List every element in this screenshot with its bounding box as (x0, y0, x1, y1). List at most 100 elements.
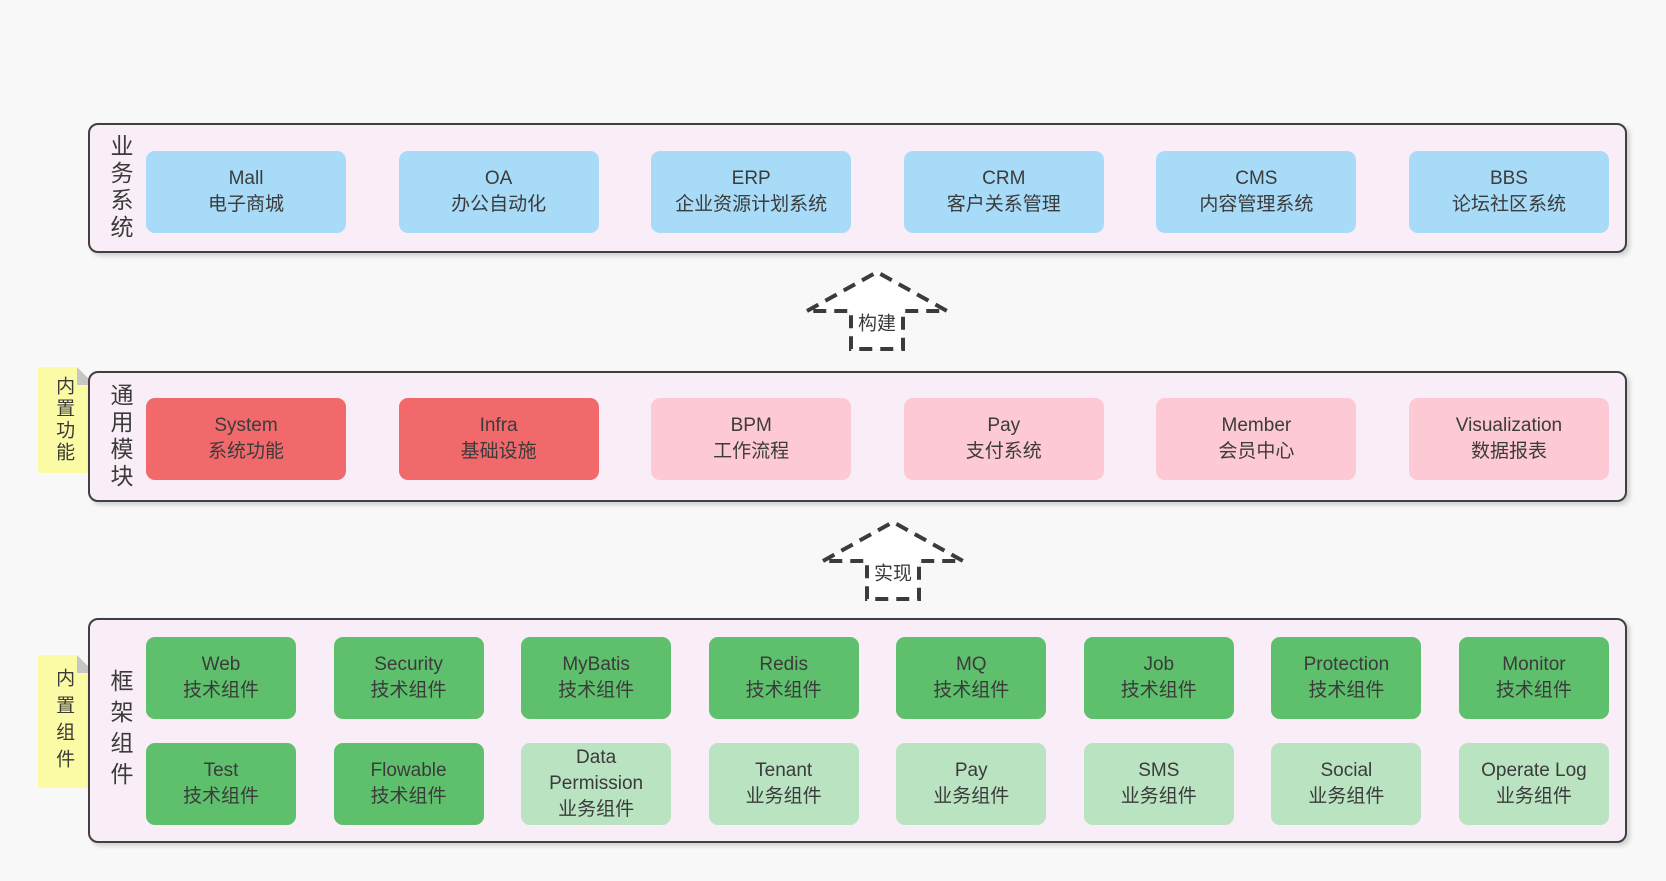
box-pay-component: Pay 业务组件 (896, 743, 1047, 825)
box-pay-module: Pay 支付系统 (903, 398, 1104, 480)
box-desc: 业务组件 (1120, 786, 1197, 807)
box-erp: ERP 企业资源计划系统 (651, 151, 852, 233)
sticky-note-label: 内置功能 (53, 376, 75, 464)
box-desc: 业务组件 (558, 799, 635, 820)
implement-arrow: 实现 (820, 518, 966, 602)
box-name: Web (201, 654, 241, 675)
box-name: Social (1320, 760, 1373, 781)
layer-business-systems-label: 业务系统 (107, 134, 133, 242)
box-name: Member (1221, 415, 1292, 436)
box-desc: 技术组件 (558, 680, 635, 701)
box-name: MQ (955, 654, 987, 675)
box-name: Security (374, 654, 443, 675)
box-member: Member 会员中心 (1156, 398, 1357, 480)
biz-components-row: Test 技术组件 Flowable 技术组件 Data Permission … (146, 743, 1609, 825)
box-name: Pay (987, 415, 1021, 436)
build-arrow-label: 构建 (854, 308, 900, 336)
box-name: Job (1143, 654, 1175, 675)
box-bpm: BPM 工作流程 (651, 398, 852, 480)
box-name: Tenant (755, 760, 813, 781)
box-desc: 技术组件 (745, 680, 822, 701)
box-desc: 企业资源计划系统 (675, 194, 828, 215)
box-name: BBS (1489, 168, 1528, 189)
box-security: Security 技术组件 (333, 637, 484, 719)
box-desc: 技术组件 (370, 786, 447, 807)
box-desc: 内容管理系统 (1199, 194, 1314, 215)
box-data-permission: Data Permission 业务组件 (521, 743, 672, 825)
box-desc: 业务组件 (933, 786, 1010, 807)
box-desc: 技术组件 (1308, 680, 1385, 701)
box-tenant: Tenant 业务组件 (708, 743, 859, 825)
box-desc: 支付系统 (965, 441, 1042, 462)
box-name: Data Permission (549, 747, 644, 794)
box-name: Monitor (1502, 654, 1566, 675)
layer-framework-components: 框架组件 Web 技术组件 Security 技术组件 MyBatis 技术组件… (88, 618, 1627, 843)
box-name: MyBatis (562, 654, 630, 675)
box-desc: 数据报表 (1470, 441, 1547, 462)
box-mybatis: MyBatis 技术组件 (521, 637, 672, 719)
box-name: Visualization (1455, 415, 1563, 436)
box-desc: 基础设施 (460, 441, 537, 462)
box-bbs: BBS 论坛社区系统 (1408, 151, 1609, 233)
box-desc: 会员中心 (1218, 441, 1295, 462)
box-desc: 技术组件 (370, 680, 447, 701)
box-infra: Infra 基础设施 (398, 398, 599, 480)
box-redis: Redis 技术组件 (708, 637, 859, 719)
box-job: Job 技术组件 (1083, 637, 1234, 719)
layer-business-systems: 业务系统 Mall 电子商城 OA 办公自动化 ERP 企业资源计划系统 CRM… (88, 123, 1627, 253)
box-desc: 论坛社区系统 (1451, 194, 1566, 215)
box-system: System 系统功能 (146, 398, 346, 480)
box-web: Web 技术组件 (146, 637, 296, 719)
box-desc: 办公自动化 (451, 194, 547, 215)
sticky-note-label: 内置组件 (53, 667, 75, 776)
box-desc: 技术组件 (182, 786, 259, 807)
box-name: Redis (759, 654, 808, 675)
box-mall: Mall 电子商城 (146, 151, 346, 233)
box-test: Test 技术组件 (146, 743, 296, 825)
box-name: Operate Log (1481, 760, 1587, 781)
box-name: OA (484, 168, 513, 189)
build-arrow: 构建 (804, 268, 950, 352)
box-oa: OA 办公自动化 (398, 151, 599, 233)
box-monitor: Monitor 技术组件 (1458, 637, 1609, 719)
sticky-note-built-in-features: 内置功能 (38, 367, 95, 473)
box-name: Pay (954, 760, 988, 781)
common-modules-row: System 系统功能 Infra 基础设施 BPM 工作流程 Pay 支付系统… (146, 373, 1609, 480)
box-desc: 系统功能 (207, 441, 284, 462)
box-name: ERP (731, 168, 771, 189)
box-desc: 客户关系管理 (946, 194, 1061, 215)
box-name: Infra (479, 415, 518, 436)
layer-common-modules: 通用模块 System 系统功能 Infra 基础设施 BPM 工作流程 Pay… (88, 371, 1627, 502)
business-systems-row: Mall 电子商城 OA 办公自动化 ERP 企业资源计划系统 CRM 客户关系… (146, 125, 1609, 233)
layer-framework-components-label: 框架组件 (107, 668, 133, 793)
box-operate-log: Operate Log 业务组件 (1458, 743, 1609, 825)
box-name: CMS (1235, 168, 1278, 189)
box-cms: CMS 内容管理系统 (1156, 151, 1357, 233)
box-flowable: Flowable 技术组件 (333, 743, 484, 825)
box-mq: MQ 技术组件 (896, 637, 1047, 719)
box-desc: 业务组件 (1495, 786, 1572, 807)
box-desc: 技术组件 (182, 680, 259, 701)
implement-arrow-label: 实现 (870, 558, 916, 586)
box-visualization: Visualization 数据报表 (1408, 398, 1609, 480)
box-name: BPM (730, 415, 772, 436)
sticky-note-built-in-components: 内置组件 (38, 655, 95, 788)
box-desc: 工作流程 (713, 441, 790, 462)
box-name: CRM (982, 168, 1026, 189)
box-desc: 技术组件 (1495, 680, 1572, 701)
box-protection: Protection 技术组件 (1271, 637, 1422, 719)
layer-common-modules-label: 通用模块 (107, 382, 133, 491)
tech-components-row: Web 技术组件 Security 技术组件 MyBatis 技术组件 Redi… (146, 620, 1609, 719)
box-sms: SMS 业务组件 (1083, 743, 1234, 825)
box-desc: 电子商城 (207, 194, 284, 215)
box-name: Flowable (370, 760, 447, 781)
box-desc: 技术组件 (1120, 680, 1197, 701)
box-desc: 业务组件 (745, 786, 822, 807)
box-name: Protection (1303, 654, 1390, 675)
box-desc: 技术组件 (933, 680, 1010, 701)
box-name: SMS (1138, 760, 1180, 781)
box-name: Mall (228, 168, 264, 189)
box-name: System (214, 415, 278, 436)
box-desc: 业务组件 (1308, 786, 1385, 807)
